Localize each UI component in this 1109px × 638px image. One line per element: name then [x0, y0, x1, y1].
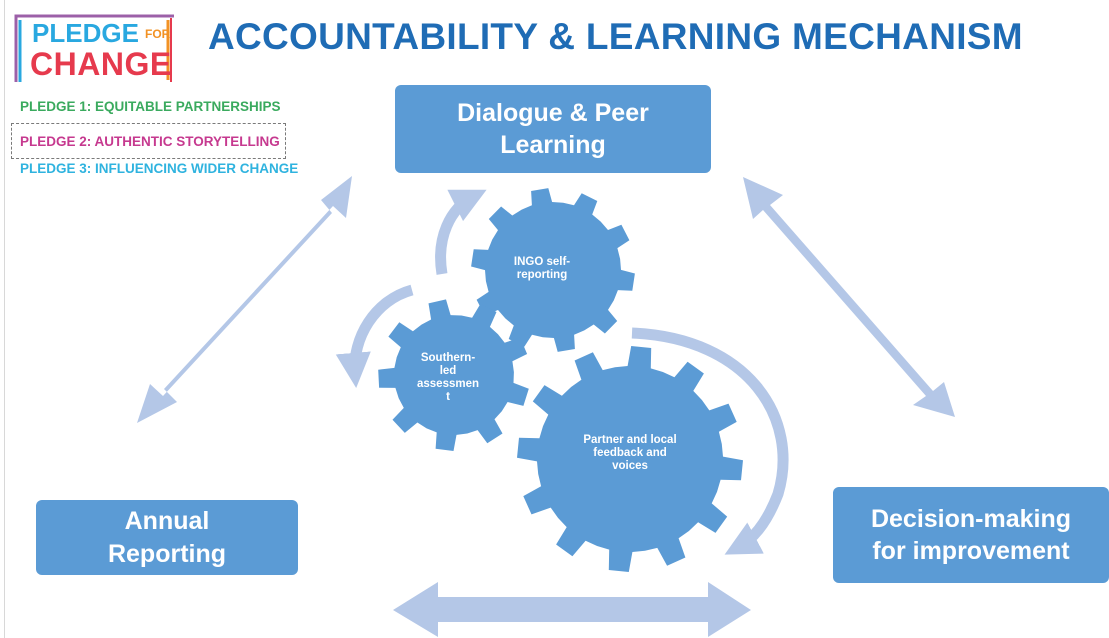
decision-making-label: Decision-making for improvement: [870, 504, 1072, 566]
double-arrow-bottom: [393, 582, 751, 637]
pledge-for-change-logo: PLEDGE FOR CHANGE: [14, 14, 176, 84]
logo-word-for: FOR: [145, 27, 171, 41]
gear-label-partner-local-feedback: Partner and local feedback and voices: [583, 434, 677, 472]
gear-label-southern-led-assessment: Southern- led assessmen t: [416, 352, 480, 403]
logo-word-change: CHANGE: [30, 46, 172, 82]
gear-partner-local-feedback: [517, 346, 743, 572]
decision-making-box: Decision-making for improvement: [833, 487, 1109, 583]
dialogue-peer-learning-label: Dialogue & Peer Learning: [457, 98, 649, 160]
pledge-3-label: PLEDGE 3: INFLUENCING WIDER CHANGE: [20, 161, 299, 176]
pledge-2-highlight-frame: [11, 123, 286, 159]
page-title: ACCOUNTABILITY & LEARNING MECHANISM: [208, 16, 1023, 57]
pledge-1-label: PLEDGE 1: EQUITABLE PARTNERSHIPS: [20, 99, 281, 114]
curved-arrow-to-partner: [631, 327, 789, 555]
page-edge-line: [4, 0, 5, 638]
double-arrow-right: [743, 177, 955, 417]
pledge-2-label: PLEDGE 2: AUTHENTIC STORYTELLING: [20, 134, 280, 149]
gear-ingo-self-reporting: [471, 188, 635, 352]
double-arrow-left: [137, 176, 352, 423]
curved-arrow-to-ingo: [435, 189, 487, 275]
annual-reporting-label: Annual Reporting: [107, 507, 227, 568]
gear-label-ingo-self-reporting: INGO self- reporting: [513, 256, 571, 281]
annual-reporting-box: Annual Reporting: [36, 500, 298, 575]
logo-frame: [14, 14, 174, 82]
curved-arrow-to-southern: [335, 284, 414, 389]
logo-word-pledge: PLEDGE: [32, 18, 139, 48]
gear-southern-led-assessment: [378, 299, 529, 451]
dialogue-peer-learning-box: Dialogue & Peer Learning: [395, 85, 711, 173]
